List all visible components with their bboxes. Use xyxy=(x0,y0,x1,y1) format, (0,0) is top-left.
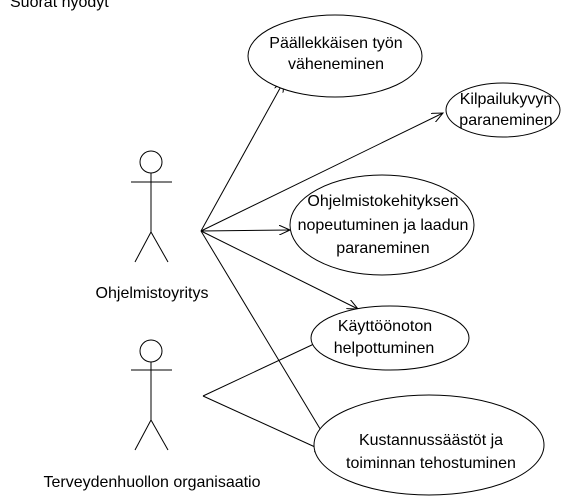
usecase-label-line: paraneminen xyxy=(336,240,429,257)
usecase-ellipse xyxy=(247,14,423,98)
diagram-title: Suorat hyödyt xyxy=(10,0,109,11)
actor-label-terveydenhuollon-organisaatio: Terveydenhuollon organisaatio xyxy=(43,474,260,491)
usecase-label-line: Kustannussäästöt ja xyxy=(359,432,503,449)
usecase-label-line: Kilpailukyvyn xyxy=(460,91,552,108)
usecase-label-line: Päällekkäisen työn xyxy=(269,35,402,52)
arrow-company-deployment xyxy=(200,230,358,309)
usecase-ellipse xyxy=(313,394,545,496)
usecase-overlap: Päällekkäisen työn väheneminen xyxy=(247,14,423,98)
actor-left-leg xyxy=(134,419,152,451)
usecase-label-line: helpottuminen xyxy=(334,340,435,357)
usecase-deployment: Käyttöönoton helpottuminen xyxy=(310,305,470,371)
arrow-company-development xyxy=(200,230,290,231)
actor-right-leg xyxy=(150,231,169,263)
usecase-development: Ohjelmistokehityksen nopeutuminen ja laa… xyxy=(289,174,475,276)
arrow-company-competitiveness xyxy=(200,113,443,232)
usecase-competitiveness: Kilpailukyvyn paraneminen xyxy=(445,82,561,138)
actor-left-leg xyxy=(134,231,152,263)
actor-label-ohjelmistoyritys: Ohjelmistoyritys xyxy=(96,285,209,302)
usecase-label-line: paraneminen xyxy=(459,112,552,129)
actor-terveydenhuollon-organisaatio: Terveydenhuollon organisaatio xyxy=(43,339,261,491)
actor-head xyxy=(139,150,163,174)
usecase-label-line: väheneminen xyxy=(288,56,384,73)
arrow-company-costs xyxy=(200,230,331,447)
usecase-costs: Kustannussäästöt ja toiminnan tehostumin… xyxy=(313,394,545,496)
usecase-label-line: nopeutuminen ja laadun xyxy=(298,217,469,234)
usecase-ellipse xyxy=(445,82,561,138)
usecase-label-line: Ohjelmistokehityksen xyxy=(307,193,458,210)
usecase-ellipse xyxy=(310,305,470,371)
usecase-label-line: toiminnan tehostuminen xyxy=(346,455,516,472)
actor-head xyxy=(139,339,163,363)
arrow-health-costs xyxy=(202,395,326,452)
usecase-ellipse xyxy=(289,174,475,276)
arrow-company-overlap xyxy=(200,81,284,232)
usecase-label-line: Käyttöönoton xyxy=(338,318,432,335)
actor-ohjelmistoyritys: Ohjelmistoyritys xyxy=(96,150,209,302)
actor-right-leg xyxy=(150,419,169,451)
arrow-health-deployment xyxy=(202,336,331,397)
